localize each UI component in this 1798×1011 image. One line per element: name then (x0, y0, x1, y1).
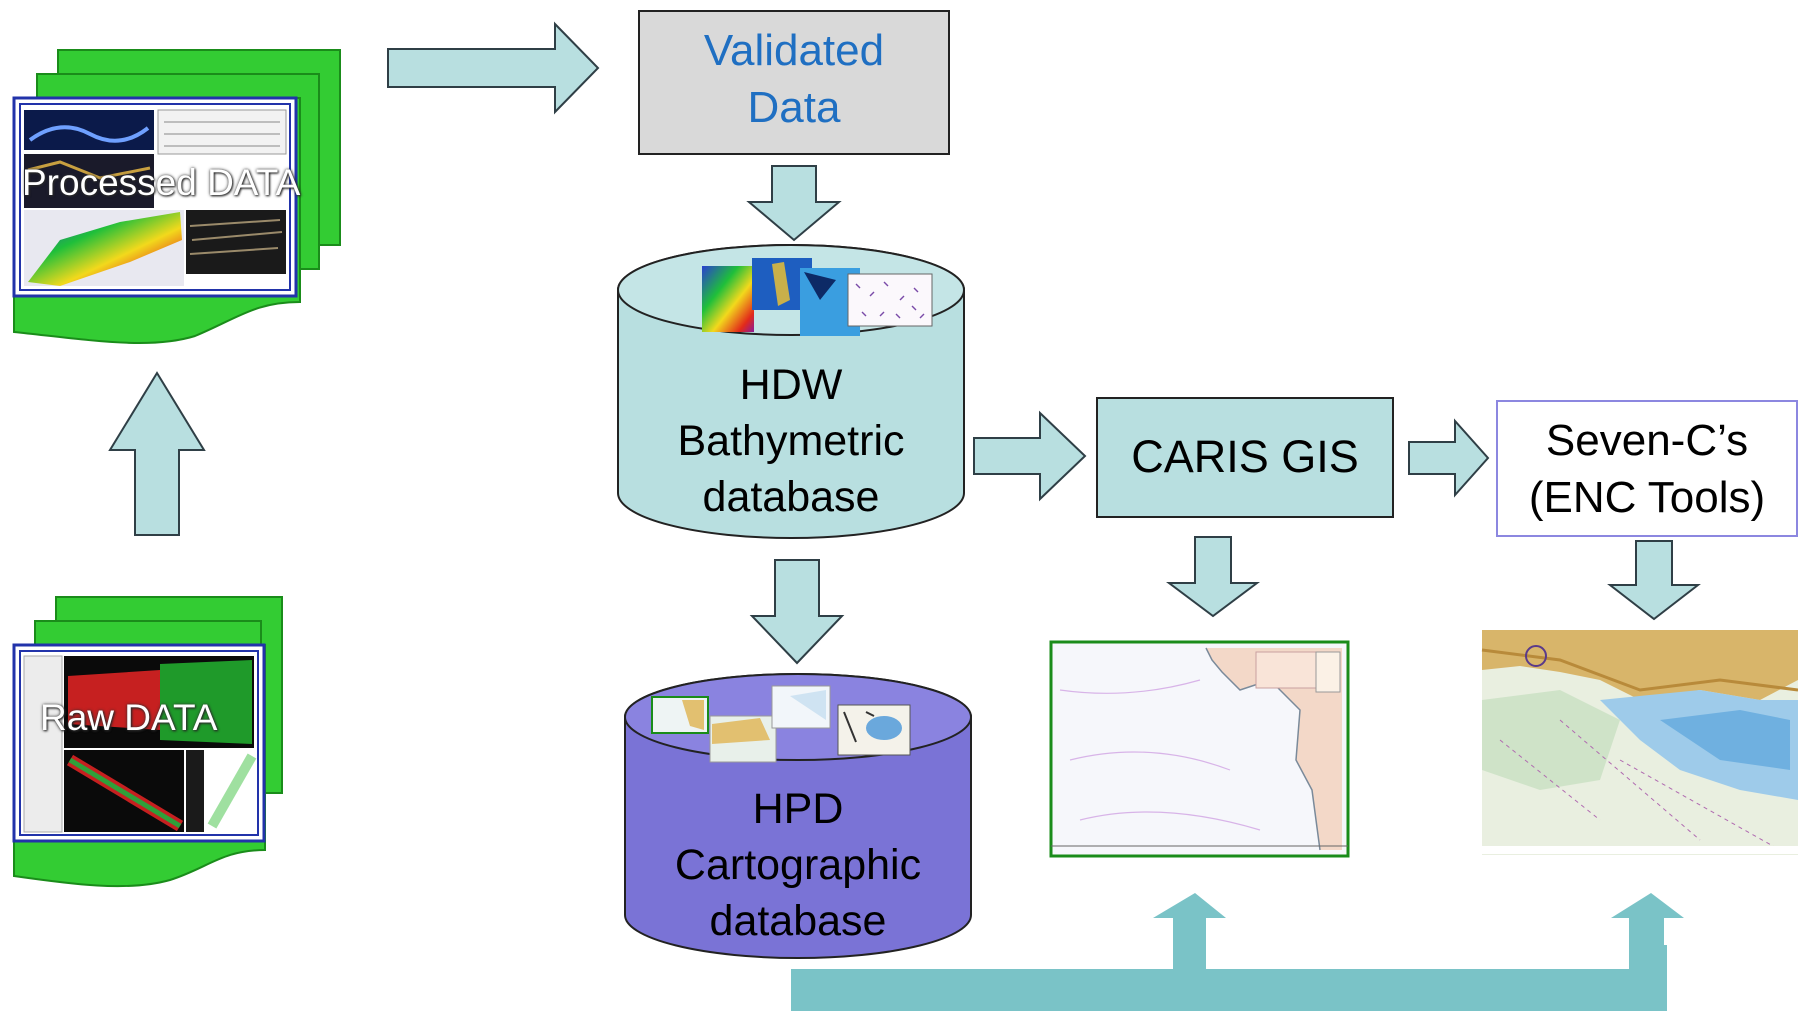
raw-data-overlay: Raw DATA (40, 697, 218, 738)
seven-cs-line1: Seven-C’s (1545, 416, 1749, 465)
enc-chart-image (1481, 630, 1798, 855)
seven-cs-box (1496, 400, 1798, 537)
processed-data-overlay: Processed DATA (22, 162, 301, 203)
hdw-line3: database (702, 472, 880, 521)
caris-gis-box (1096, 397, 1394, 518)
arrow-sevencs-to-enc-chart (1607, 540, 1701, 621)
arrow-raw-to-processed (108, 371, 206, 536)
hpd-line1: HPD (752, 785, 844, 833)
arrow-hdw-to-hpd (749, 559, 845, 665)
seven-cs-label: Seven-C’s (ENC Tools) (1497, 412, 1797, 526)
validated-data-label: Validated Data (639, 22, 949, 136)
hpd-line2: Cartographic (674, 840, 922, 889)
caris-gis-label: CARIS GIS (1131, 431, 1359, 482)
validated-data-line1: Validated (703, 26, 885, 75)
connector-hpd-stub (791, 971, 1664, 1011)
validated-data-line2: Data (747, 83, 841, 133)
seven-cs-line2: (ENC Tools) (1528, 473, 1766, 523)
arrow-caris-to-sevencs (1408, 418, 1490, 498)
connector-up-arrow-enc-chart (1611, 893, 1684, 995)
hdw-line2: Bathymetric (677, 416, 905, 465)
hpd-database-cylinder (624, 673, 972, 959)
arrow-caris-to-paper-chart (1166, 536, 1260, 618)
arrow-hdw-to-caris (973, 410, 1087, 502)
hdw-database-label: HDW Bathymetric database (618, 358, 964, 526)
paper-chart-image (1049, 640, 1350, 858)
connector-up-arrow-paper-chart (1153, 893, 1226, 995)
processed-data-stack (12, 49, 341, 345)
raw-data-stack (12, 596, 283, 888)
validated-data-box (638, 10, 950, 155)
arrow-validated-to-hdw (746, 165, 842, 242)
hpd-line3: database (709, 896, 887, 945)
arrow-processed-to-validated (387, 21, 600, 115)
hpd-database-label: HPD Cartographic database (625, 782, 971, 950)
hdw-database-cylinder (617, 244, 965, 539)
hdw-line1: HDW (739, 361, 843, 409)
